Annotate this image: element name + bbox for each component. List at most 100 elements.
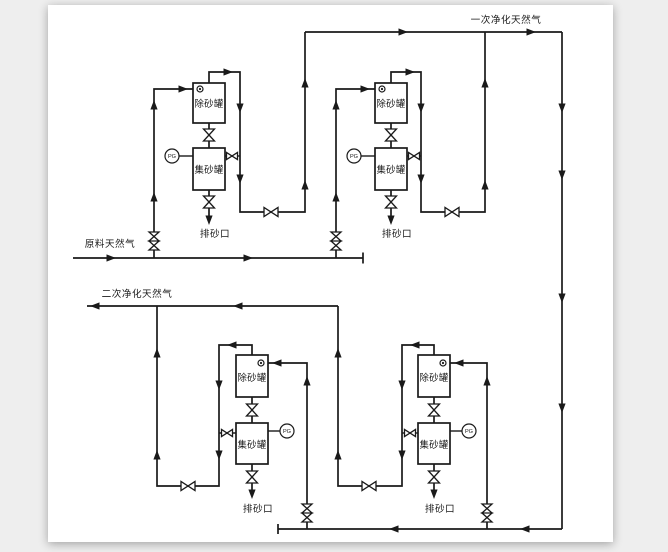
sand-removal-unit-2: 除砂罐 集砂罐 PG 排砂口 — [330, 32, 489, 258]
flow-arrow-icon — [398, 380, 406, 390]
flow-arrow-icon — [153, 348, 161, 358]
sand-removal-unit-4: 除砂罐 集砂罐 PG 排砂口 — [334, 306, 493, 529]
collector-side-valve-icon — [220, 428, 234, 438]
flow-arrow-icon — [236, 103, 244, 113]
flow-arrow-icon — [205, 215, 213, 225]
flow-arrow-icon — [405, 68, 415, 76]
main-piping: 原料天然气 一次净化天然气 二次净化天然气 — [73, 14, 566, 534]
secondary-gas-label: 二次净化天然气 — [102, 288, 173, 300]
flow-arrow-icon — [558, 293, 566, 303]
raw-gas-label: 原料天然气 — [85, 238, 135, 250]
sand-outlet-label: 排砂口 — [382, 228, 412, 240]
flow-arrow-icon — [150, 192, 158, 202]
pressure-gauge-label: PG — [465, 429, 473, 435]
outlet-valve-icon — [263, 206, 279, 218]
pressure-gauge-label: PG — [350, 154, 358, 160]
flow-arrow-icon — [301, 78, 309, 88]
inlet-block-valve-icon — [481, 503, 493, 523]
inlet-block-valve-icon — [301, 503, 313, 523]
flow-arrow-icon — [558, 403, 566, 413]
desander-tank-label: 除砂罐 — [237, 372, 266, 383]
sand-outlet-label: 排砂口 — [200, 228, 230, 240]
collector-side-valve-icon — [225, 151, 239, 161]
sand-outlet-label: 排砂口 — [425, 503, 455, 515]
flow-arrow-icon — [558, 170, 566, 180]
outlet-valve-icon — [444, 206, 460, 218]
flow-arrow-icon — [398, 450, 406, 460]
drain-valve-icon — [245, 470, 259, 484]
pressure-gauge-icon — [279, 423, 295, 439]
flow-arrow-icon — [153, 450, 161, 460]
flow-arrow-icon — [332, 100, 340, 110]
flow-arrow-icon — [303, 376, 311, 386]
pressure-gauge-label: PG — [283, 429, 291, 435]
flow-arrow-icon — [150, 100, 158, 110]
desander-tank-label: 除砂罐 — [419, 372, 448, 383]
inlet-nozzle-icon — [198, 87, 202, 91]
flow-arrow-icon — [334, 348, 342, 358]
flow-arrow-icon — [360, 85, 370, 93]
pressure-gauge-label: PG — [168, 154, 176, 160]
inlet-block-valve-icon — [148, 231, 160, 251]
sand-collector-tank-label: 集砂罐 — [376, 164, 405, 175]
sand-removal-unit-3: 除砂罐 集砂罐 PG 排砂口 — [153, 306, 313, 529]
sand-collector-tank — [417, 422, 451, 465]
inlet-nozzle-icon — [441, 361, 445, 365]
primary-gas-label: 一次净化天然气 — [471, 14, 542, 26]
flow-arrow-icon — [520, 525, 530, 533]
flow-arrow-icon — [248, 489, 256, 499]
pressure-gauge-icon — [164, 148, 180, 164]
flow-arrow-icon — [334, 450, 342, 460]
flow-arrow-icon — [454, 359, 464, 367]
flow-arrow-icon — [90, 302, 100, 310]
pressure-gauge-icon — [461, 423, 477, 439]
raw-gas-line — [73, 252, 364, 264]
sand-collector-tank-label: 集砂罐 — [194, 164, 223, 175]
pressure-gauge-icon — [346, 148, 362, 164]
collector-side-valve-icon — [407, 151, 421, 161]
flow-arrow-icon — [106, 254, 116, 262]
outlet-valve-icon — [180, 480, 196, 492]
flow-arrow-icon — [417, 174, 425, 184]
collector-side-valve-icon — [403, 428, 417, 438]
flow-arrow-icon — [178, 85, 188, 93]
flow-arrow-icon — [332, 192, 340, 202]
inlet-block-valve-icon — [330, 231, 342, 251]
flow-arrow-icon — [558, 103, 566, 113]
drain-valve-icon — [384, 195, 398, 209]
flow-arrow-icon — [526, 28, 536, 36]
flow-arrow-icon — [215, 380, 223, 390]
inlet-pipe — [335, 88, 375, 258]
paper — [48, 5, 613, 542]
desander-tank-label: 除砂罐 — [194, 98, 223, 109]
flow-arrow-icon — [227, 341, 237, 349]
sand-removal-unit-1: 除砂罐 集砂罐 PG 排砂口 — [148, 32, 309, 258]
sand-outlet-label: 排砂口 — [243, 503, 273, 515]
flow-arrow-icon — [236, 174, 244, 184]
sand-collector-tank-label: 集砂罐 — [419, 439, 448, 450]
flow-arrow-icon — [243, 254, 253, 262]
flow-arrow-icon — [387, 215, 395, 225]
tank-isolation-valve-icon — [384, 128, 398, 142]
sand-collector-tank — [192, 147, 226, 191]
flow-arrow-icon — [389, 525, 399, 533]
drain-valve-icon — [202, 195, 216, 209]
flow-arrow-icon — [233, 302, 243, 310]
sand-collector-tank-label: 集砂罐 — [237, 439, 266, 450]
inlet-nozzle-icon — [380, 87, 384, 91]
outlet-valve-icon — [361, 480, 377, 492]
flow-arrow-icon — [301, 180, 309, 190]
flow-arrow-icon — [483, 376, 491, 386]
tank-isolation-valve-icon — [245, 403, 259, 417]
flow-arrow-icon — [481, 78, 489, 88]
flow-arrow-icon — [215, 450, 223, 460]
tank-isolation-valve-icon — [427, 403, 441, 417]
flow-arrow-icon — [417, 103, 425, 113]
inlet-pipe — [153, 88, 193, 258]
flow-arrow-icon — [481, 180, 489, 190]
tank-isolation-valve-icon — [202, 128, 216, 142]
inlet-nozzle-icon — [259, 361, 263, 365]
flow-arrow-icon — [272, 359, 282, 367]
drain-valve-icon — [427, 470, 441, 484]
